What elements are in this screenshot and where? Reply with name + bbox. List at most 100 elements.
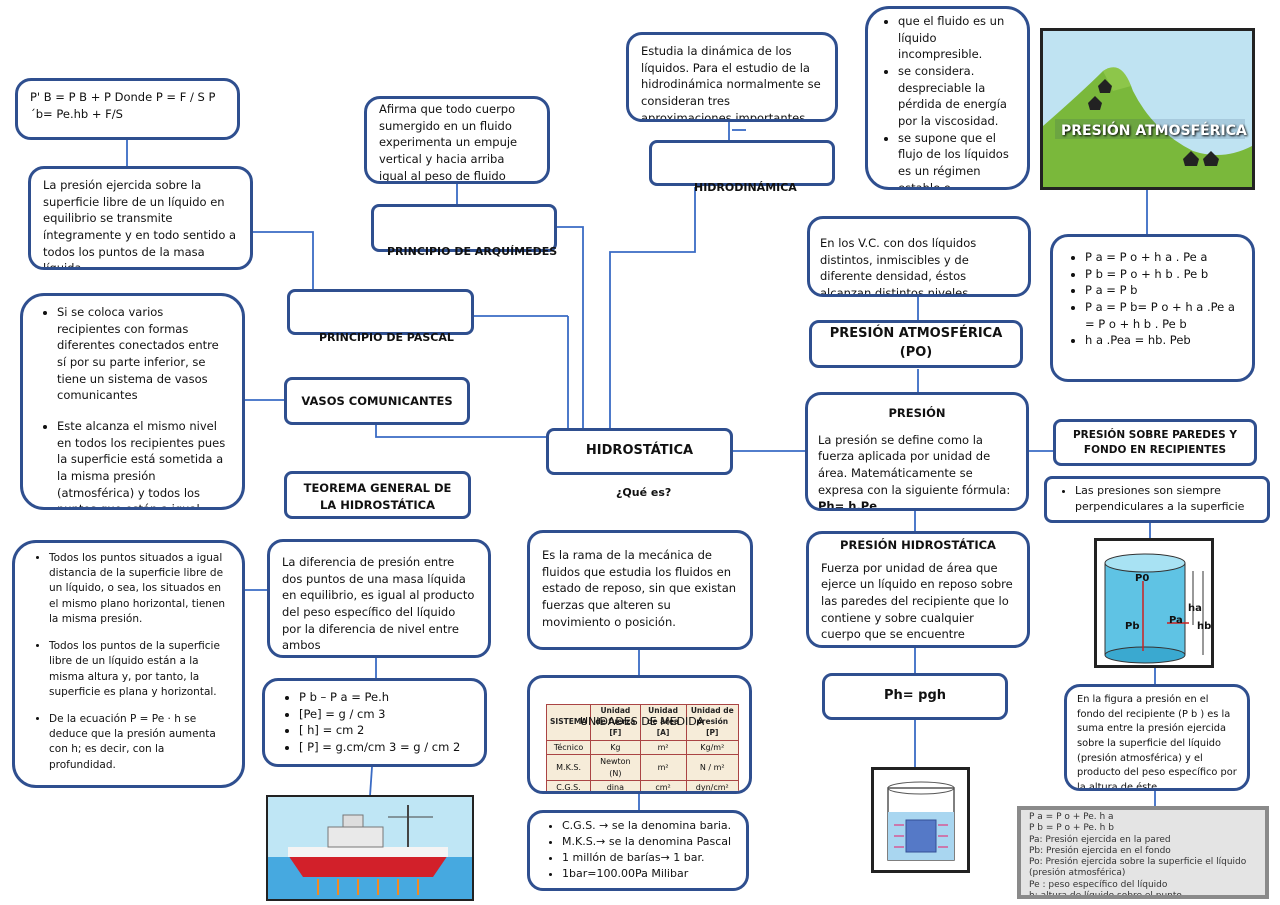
list-item: Este alcanza el mismo nivel en todos los… [57, 418, 230, 507]
cylinder-label: Pb [1125, 621, 1140, 632]
legend-line: h: altura de líquido sobre el punto [1029, 890, 1182, 899]
cylinder-label: ha [1188, 603, 1202, 614]
cylinder-label: hb [1197, 621, 1212, 632]
ph-box: PRESIÓN HIDROSTÁTICA Fuerza por unidad d… [806, 531, 1030, 648]
hidrodinamica-list-box: que el fluido es un líquido incompresibl… [865, 6, 1030, 190]
arquimedes-description-box: Afirma que todo cuerpo sumergido en un f… [364, 96, 550, 184]
cylinder-image: P0 ha hb Pb Pa [1094, 538, 1214, 668]
legend-line: P a = P o + Pe. h a [1029, 812, 1114, 822]
atm-title: PRESIÓN ATMOSFÉRICA (PO) [829, 326, 1003, 360]
list-item: Todos los puntos situados a igual distan… [49, 551, 230, 627]
hidrostatica-description: Es la rama de la mecánica de fluidos que… [542, 548, 737, 629]
arquimedes-title-box [371, 204, 557, 252]
table-header: Unidad de fuerza [F] [590, 704, 641, 741]
table-cell: m² [639, 754, 687, 782]
atm-title-box: PRESIÓN ATMOSFÉRICA (PO) [809, 320, 1023, 368]
mountain-icon [1043, 31, 1252, 187]
formula-pb-box: P' B = P B + P Donde P = F / S P´b= Pe.h… [15, 78, 240, 140]
atm-image-title: PRESIÓN ATMOSFÉRICA [1061, 123, 1247, 139]
pascal-title: PRINCIPIO DE PASCAL [319, 331, 454, 344]
list-item: C.G.S. → se la denomina baria. [562, 818, 736, 834]
list-item: Todos los puntos de la superficie libre … [49, 639, 230, 700]
list-item: [Pe] = g / cm 3 [299, 706, 472, 723]
ph-formula: Ph= pgh [883, 688, 947, 704]
list-item: M.K.S.→ se la denomina Pascal [562, 834, 736, 850]
table-cell: Kg [590, 739, 641, 756]
atmospheric-pressure-image: PRESIÓN ATMOSFÉRICA [1040, 28, 1255, 190]
list-item: P a = P b [1085, 282, 1242, 299]
ph-description: Fuerza por unidad de área que ejerce un … [821, 560, 1013, 645]
container-image [871, 767, 970, 873]
hidrodinamica-description: Estudia la dinámica de los líquidos. Par… [641, 44, 821, 122]
formula-pb-text: P' B = P B + P Donde P = F / S P´b= Pe.h… [30, 90, 216, 121]
list-item: [ P] = g.cm/cm 3 = g / cm 2 [299, 739, 472, 756]
table-header: Unidad de área [A] [639, 704, 687, 741]
ship-icon [268, 797, 472, 899]
list-item: se considera. despreciable la pérdida de… [898, 63, 1019, 130]
legend-line: Pe : peso específico del líquido [1029, 879, 1168, 890]
units-list-box: P b – P a = Pe.h [Pe] = g / cm 3 [ h] = … [262, 678, 487, 767]
presion-box: PRESIÓN La presión se define como la fue… [805, 392, 1029, 511]
list-item: P b – P a = Pe.h [299, 689, 472, 706]
arquimedes-title: PRINCIPIO DE ARQUÍMEDES [387, 245, 558, 258]
presion-title: PRESIÓN [888, 406, 946, 420]
ship-image [266, 795, 474, 901]
vc-description-box: En los V.C. con dos líquidos distintos, … [807, 216, 1031, 297]
list-item: que el fluido es un líquido incompresibl… [898, 13, 1019, 63]
list-item: De la ecuación P = Pe · h se deduce que … [49, 712, 230, 773]
legend-line: Po: Presión ejercida sobre la superficie… [1029, 857, 1247, 879]
vasos-title: VASOS COMUNICANTES [301, 393, 453, 408]
hidrostatica-title: HIDROSTÁTICA [585, 443, 694, 459]
baria-list-box: C.G.S. → se la denomina baria. M.K.S.→ s… [527, 810, 749, 891]
table-cell: Newton (N) [590, 754, 641, 782]
hidrodinamica-title-box [649, 140, 835, 186]
cylinder-icon [1097, 541, 1211, 665]
list-item: P b = P o + h b . Pe b [1085, 266, 1242, 283]
table-cell: dina [590, 780, 641, 791]
teorema-title-box: TEOREMA GENERAL DE LA HIDROSTÁTICA [284, 471, 471, 519]
legend-line: P b = P o + Pe. h b [1029, 823, 1114, 834]
table-cell: m² [639, 739, 687, 756]
fondo-description-box: En la figura a presión en el fondo del r… [1064, 684, 1250, 791]
list-item: Las presiones son siempre perpendiculare… [1075, 483, 1261, 515]
pascal-description-box: La presión ejercida sobre la superficie … [28, 166, 253, 270]
formulas-list-box: P a = P o + h a . Pe a P b = P o + h b .… [1050, 234, 1255, 382]
ph-formula-box: Ph= pgh [822, 673, 1008, 720]
table-cell: Kg/m² [685, 739, 740, 756]
table-header: Unidad de presión [P] [685, 704, 740, 741]
presion-formula: Ph= h.Pe [818, 499, 878, 511]
list-item: [ h] = cm 2 [299, 722, 472, 739]
hidrodinamica-description-box: Estudia la dinámica de los líquidos. Par… [626, 32, 838, 122]
fondo-description: En la figura a presión en el fondo del r… [1077, 694, 1237, 791]
paredes-title-box: PRESIÓN SOBRE PAREDES Y FONDO EN RECIPIE… [1053, 419, 1257, 466]
vasos-description-box: Si se coloca varios recipientes con form… [20, 293, 245, 510]
list-item: se supone que el flujo de los líquidos e… [898, 130, 1019, 187]
list-item: P a = P b= P o + h a .Pe a = P o + h b .… [1085, 299, 1242, 332]
list-item: P a = P o + h a . Pe a [1085, 249, 1242, 266]
table-cell: dyn/cm² [685, 780, 740, 791]
paredes-title: PRESIÓN SOBRE PAREDES Y FONDO EN RECIPIE… [1072, 429, 1238, 457]
vasos-title-box: VASOS COMUNICANTES [284, 377, 470, 425]
table-cell: Técnico [545, 739, 592, 756]
table-cell: C.G.S. [545, 780, 592, 791]
table-cell: N / m² [685, 754, 740, 782]
table-header: SISTEMA [545, 704, 592, 741]
pascal-description: La presión ejercida sobre la superficie … [43, 178, 237, 270]
list-item: 1 millón de barías→ 1 bar. [562, 850, 736, 866]
hidrostatica-title-box: HIDROSTÁTICA [546, 428, 733, 475]
arquimedes-description: Afirma que todo cuerpo sumergido en un f… [379, 102, 518, 183]
container-icon [874, 770, 967, 870]
list-item: 1bar=100.00Pa Milibar [562, 866, 736, 882]
cylinder-label: P0 [1135, 573, 1150, 584]
list-item: h a .Pea = hb. Peb [1085, 332, 1242, 349]
presion-description: La presión se define como la fuerza apli… [818, 432, 1016, 511]
hidrodinamica-title: HIDRODINÁMICA [694, 181, 797, 194]
